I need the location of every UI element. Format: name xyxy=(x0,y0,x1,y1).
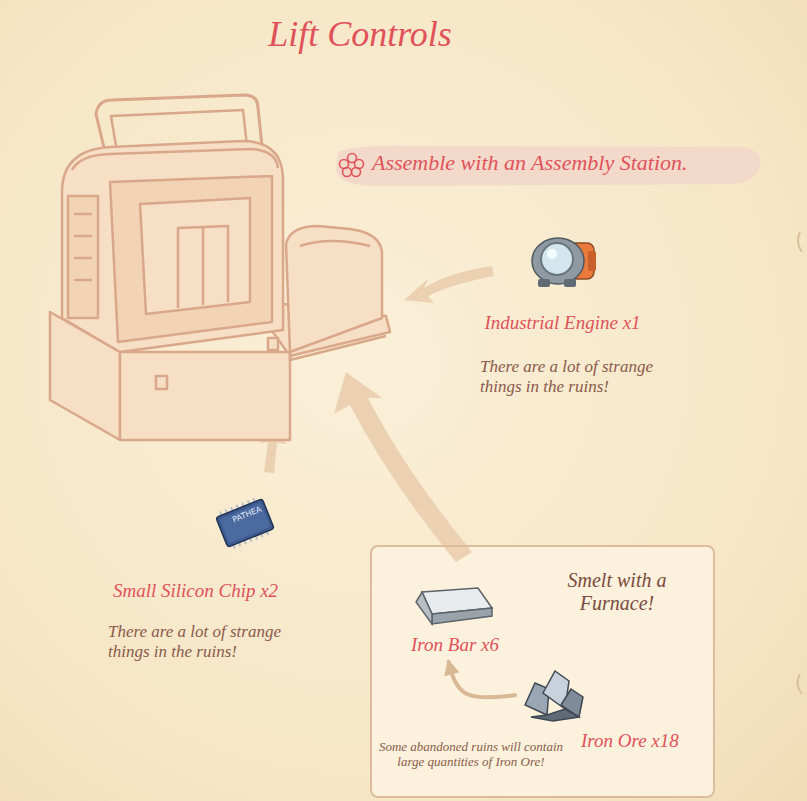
ingredient-item: Iron Bar x6 xyxy=(400,580,516,662)
process-arrow xyxy=(449,662,515,697)
ingredient-item: Industrial Engine x1 xyxy=(455,228,676,336)
item-label: Industrial Engine x1 xyxy=(455,312,670,334)
item-label: Smelt with a Furnace! xyxy=(537,569,697,615)
item-icon xyxy=(210,493,280,553)
ingredient-item: Small Silicon Chip x2 xyxy=(88,488,309,606)
item-label: Iron Bar x6 xyxy=(400,634,510,656)
item-icon xyxy=(517,665,587,723)
item-icon xyxy=(408,582,498,628)
instruction-text: Assemble with an Assembly Station. xyxy=(372,150,757,175)
title-text: Lift Controls xyxy=(200,14,520,55)
item-label: Iron Ore x18 xyxy=(581,730,703,752)
item-icon xyxy=(528,231,600,291)
item-label: Small Silicon Chip x2 xyxy=(88,580,303,602)
hint-note: There are a lot of strange things in the… xyxy=(480,357,695,396)
hint-note: There are a lot of strange things in the… xyxy=(108,622,323,661)
hint-note: Some abandoned ruins will contain large … xyxy=(374,740,568,770)
